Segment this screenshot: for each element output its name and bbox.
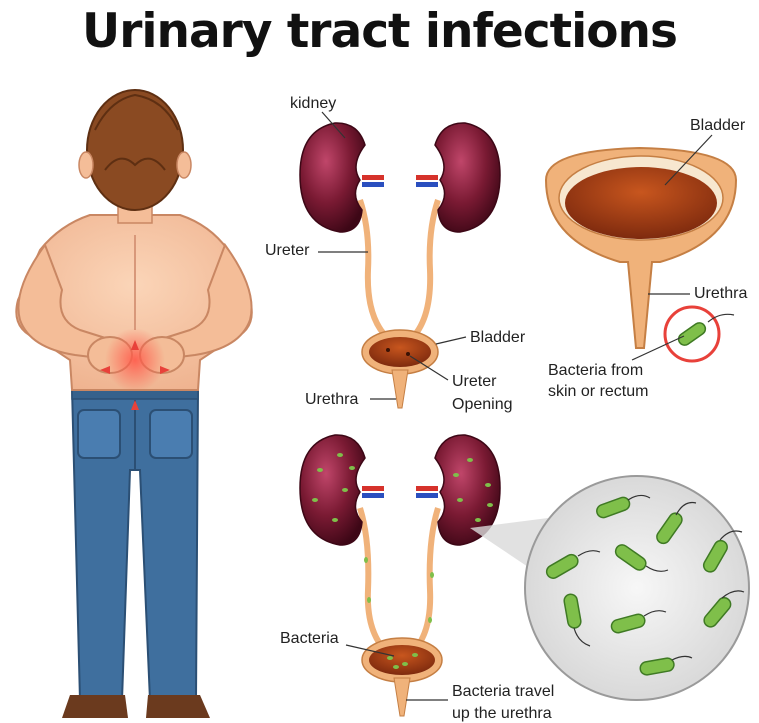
bladder-large-group	[544, 146, 738, 363]
label-bacteria-travel-1: Bacteria travel	[452, 683, 554, 700]
kidney-right-infected	[434, 434, 501, 546]
pain-arrow-left	[100, 366, 110, 374]
urinary-system-top	[299, 122, 501, 409]
urethra-infected	[393, 677, 411, 717]
ear-right	[176, 151, 192, 179]
label-kidney: kidney	[290, 95, 336, 112]
pain-arrow-up	[131, 340, 139, 350]
ureter-right-infected	[407, 507, 441, 658]
page-title: Urinary tract infections	[82, 4, 678, 59]
kidney-left	[299, 122, 366, 233]
arm-right	[150, 242, 253, 362]
shoe-right	[146, 695, 210, 718]
label-bladder-large: Bladder	[690, 117, 746, 134]
label-urethra-large: Urethra	[694, 285, 747, 302]
back-pocket-right	[149, 409, 193, 459]
urethra-small	[391, 369, 409, 409]
ear-left	[78, 151, 94, 179]
kidney-left-infected	[299, 434, 366, 546]
label-bacteria-from-2: skin or rectum	[548, 383, 648, 400]
bottom-labels: Bacteria Bacteria travel up the urethra	[280, 630, 554, 722]
bacteria-magnifier	[470, 475, 750, 701]
label-bacteria-from-1: Bacteria from	[548, 362, 643, 379]
back-pocket-left	[77, 409, 121, 459]
top-labels: kidney Ureter Bladder Ureter Opening Ure…	[265, 95, 526, 413]
label-urethra-small: Urethra	[305, 391, 358, 408]
right-labels: Bladder Urethra Bacteria from skin or re…	[548, 117, 747, 400]
kidney-right	[434, 122, 501, 233]
ureter-left-infected	[357, 507, 393, 658]
label-bacteria-travel-2: up the urethra	[452, 705, 552, 722]
shoe-left	[62, 695, 128, 718]
kidney-bacteria-dots	[312, 453, 493, 623]
pain-arrow-right	[160, 366, 170, 374]
pain-arrow-down	[131, 400, 139, 410]
pain-area	[105, 328, 165, 392]
ureter-left	[357, 199, 393, 343]
label-ureter: Ureter	[265, 242, 310, 259]
label-ureter-opening-2: Opening	[452, 396, 513, 413]
label-bacteria: Bacteria	[280, 630, 339, 647]
label-ureter-opening-1: Ureter	[452, 373, 497, 390]
urinary-system-bottom	[299, 434, 501, 717]
label-bladder-small: Bladder	[470, 329, 526, 346]
bacterium-callout	[677, 322, 707, 346]
ureter-right	[407, 199, 441, 343]
arm-left	[17, 242, 120, 362]
man-figure	[15, 89, 253, 718]
hair	[86, 89, 184, 211]
